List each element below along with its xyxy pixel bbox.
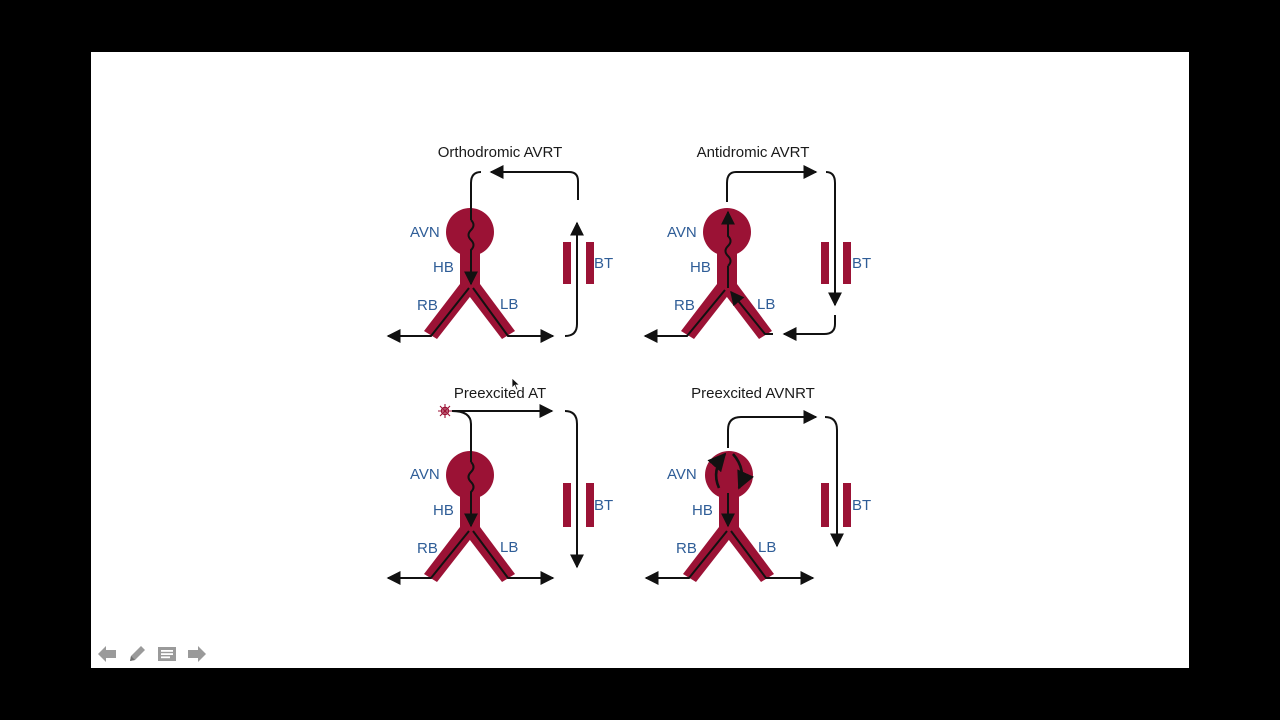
rb-label: RB [674, 297, 695, 314]
bt-label: BT [594, 255, 613, 272]
previous-slide-button[interactable] [96, 643, 118, 665]
panel-title: Preexcited AVNRT [691, 385, 815, 402]
activation-arrows [386, 165, 584, 343]
bt-label: BT [594, 497, 613, 514]
slide-controls [96, 642, 208, 666]
accessory-pathway [563, 483, 594, 527]
accessory-pathway [821, 483, 851, 527]
panel-antidromic-avrt: Antidromic AVRT AVN HB RB LB BT [643, 144, 871, 343]
panel-title: Preexcited AT [454, 385, 546, 402]
arrow-left-icon [98, 646, 116, 662]
activation-arrows [643, 165, 842, 343]
avn-label: AVN [667, 466, 697, 483]
arrow-right-icon [188, 646, 206, 662]
accessory-pathway [563, 242, 594, 284]
slide-menu-button[interactable] [156, 643, 178, 665]
panel-title: Antidromic AVRT [697, 144, 810, 161]
avn-label: AVN [410, 466, 440, 483]
lb-label: LB [500, 296, 518, 313]
bt-label: BT [852, 497, 871, 514]
lb-label: LB [500, 539, 518, 556]
lb-label: LB [757, 296, 775, 313]
hb-label: HB [692, 502, 713, 519]
panel-preexcited-at: Preexcited AT AVN HB RB LB [386, 385, 613, 585]
bt-label: BT [852, 255, 871, 272]
notes-icon [158, 647, 176, 661]
activation-arrows [386, 404, 584, 585]
avn-label: AVN [410, 224, 440, 241]
mouse-pointer-icon [511, 377, 521, 391]
activation-arrows [644, 410, 844, 585]
hb-label: HB [690, 259, 711, 276]
conduction-diagram: Orthodromic AVRT AVN HB RB LB BT [386, 144, 871, 585]
rb-label: RB [676, 540, 697, 557]
avn-label: AVN [667, 224, 697, 241]
panel-preexcited-avnrt: Preexcited AVNRT AVN HB RB LB BT [644, 385, 871, 585]
pen-tool-button[interactable] [126, 643, 148, 665]
accessory-pathway [821, 242, 851, 284]
panel-orthodromic-avrt: Orthodromic AVRT AVN HB RB LB BT [386, 144, 613, 343]
pencil-icon [130, 646, 145, 661]
hb-label: HB [433, 502, 454, 519]
lb-label: LB [758, 539, 776, 556]
hb-label: HB [433, 259, 454, 276]
next-slide-button[interactable] [186, 643, 208, 665]
rb-label: RB [417, 297, 438, 314]
ectopic-focus-icon [438, 404, 452, 418]
panel-title: Orthodromic AVRT [438, 144, 562, 161]
slide: Orthodromic AVRT AVN HB RB LB BT [91, 52, 1189, 668]
rb-label: RB [417, 540, 438, 557]
